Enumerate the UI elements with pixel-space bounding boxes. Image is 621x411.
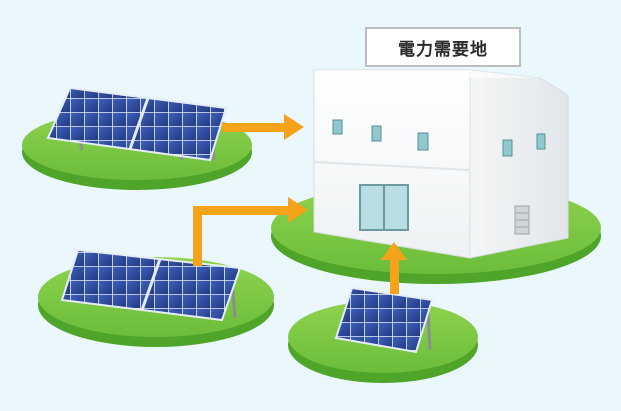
demand-site-label: 電力需要地 — [365, 27, 521, 67]
arrow-icon — [222, 114, 304, 140]
solar-island-top-left — [22, 86, 252, 190]
arrow-icon — [381, 242, 407, 294]
solar-island-bottom-left — [38, 248, 274, 347]
solar-island-bottom-center — [288, 286, 478, 383]
solar-panel-icon — [60, 248, 242, 322]
building-icon — [313, 69, 569, 259]
solar-panel-icon — [334, 286, 434, 354]
arrow-icon — [193, 197, 308, 266]
solar-panel-icon — [46, 86, 228, 162]
